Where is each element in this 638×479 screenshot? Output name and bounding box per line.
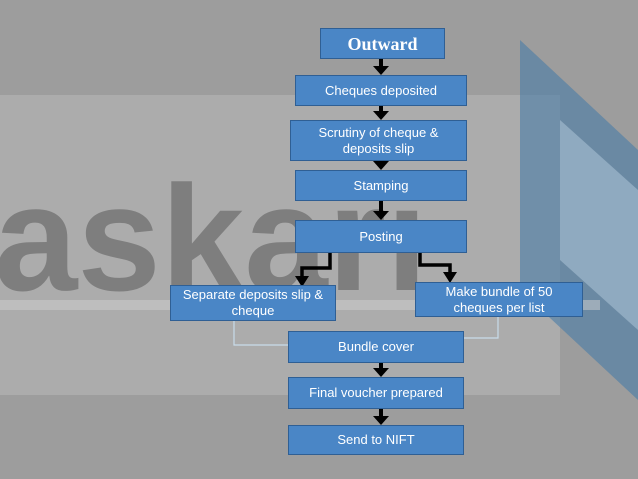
step-bundle-cover-label: Bundle cover [338,339,414,354]
arrow-stamping-to-posting-head [373,211,389,220]
arrow-deposited-to-scrutiny [373,106,389,120]
step-bundle-cover: Bundle cover [288,331,464,363]
connector-bundle50-to-cover [464,316,499,339]
step-posting-label: Posting [359,228,403,244]
arrow-scrutiny-to-stamping-head [373,161,389,170]
arrow-cover-to-voucher-head [373,368,389,377]
branch-arrowhead-left [295,276,309,287]
arrow-scrutiny-to-stamping [373,161,389,170]
step-make-bundle-50-label: Make bundle of 50 cheques per list [445,283,553,315]
arrow-cover-to-voucher [373,363,389,377]
step-cheques-deposited: Cheques deposited [295,75,467,106]
arrow-title-to-deposited-head [373,66,389,75]
step-send-to-nift: Send to NIFT [288,425,464,455]
step-separate-deposits: Separate deposits slip & cheque [170,285,336,321]
logo-chevron-inner [560,120,638,330]
outward-title-box: Outward [320,28,445,59]
arrow-deposited-to-scrutiny-head [373,111,389,120]
step-stamping: Stamping [295,170,467,201]
step-scrutiny-label: Scrutiny of cheque & deposits slip [318,124,439,156]
arrow-title-to-deposited [373,59,389,75]
step-make-bundle-50: Make bundle of 50 cheques per list [415,282,583,317]
outward-title: Outward [347,33,418,54]
step-posting: Posting [295,220,467,253]
branch-arrowhead-right [443,272,457,283]
step-cheques-deposited-label: Cheques deposited [324,82,438,98]
branch-line-right [418,253,452,275]
step-separate-deposits-label: Separate deposits slip & cheque [182,287,324,318]
step-final-voucher: Final voucher prepared [288,377,464,409]
step-scrutiny: Scrutiny of cheque & deposits slip [290,120,467,161]
branch-line-left [300,253,332,279]
step-final-voucher-label: Final voucher prepared [309,385,443,400]
arrow-voucher-to-nift-head [373,416,389,425]
step-send-to-nift-label: Send to NIFT [337,432,415,447]
arrow-stamping-to-posting [373,201,389,220]
connector-separate-to-cover [233,320,288,346]
flow-arrows [373,59,389,425]
step-stamping-label: Stamping [353,177,409,193]
arrow-voucher-to-nift [373,409,389,425]
